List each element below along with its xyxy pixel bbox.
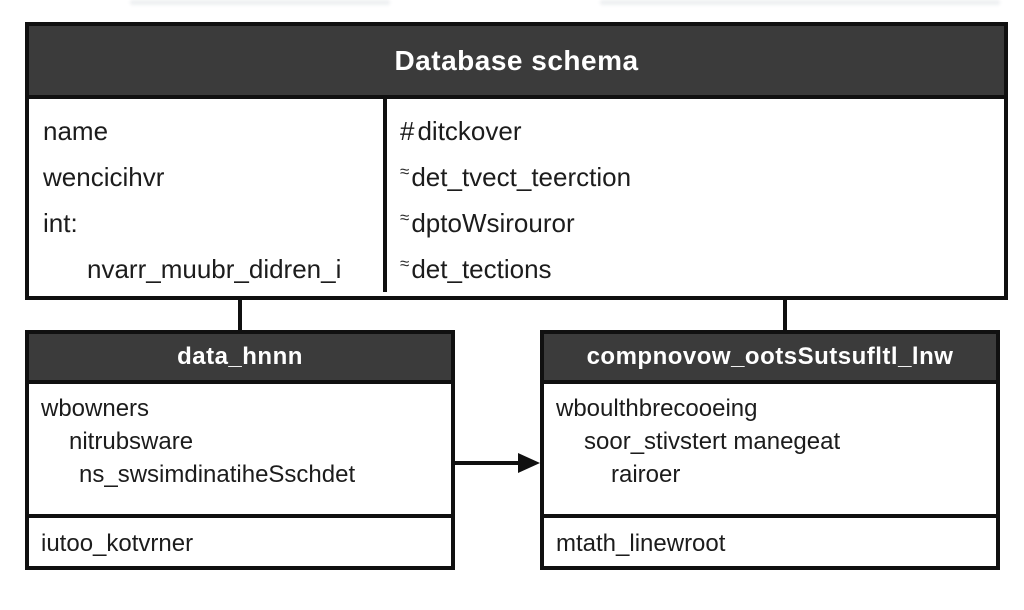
field-row: wencicihvr — [43, 154, 383, 200]
schema-table: Database schema name wencicihvr int: nva… — [25, 22, 1008, 300]
field-text: ditckover — [417, 115, 522, 146]
data-table-title: data_hnnn — [177, 343, 303, 370]
field-row: # ditckover — [400, 108, 1004, 154]
field-text: soor_stivstert manegeat — [584, 427, 841, 455]
data-table: data_hnnn wbowners nitrubsware ns_swsimd… — [25, 330, 455, 570]
field-text: nvarr_muubr_didren_i — [87, 253, 342, 284]
link-table-title: compnovow_ootsSutsufltl_lnw — [586, 343, 954, 370]
field-text: int: — [43, 207, 78, 238]
field-row: nitrubsware — [41, 425, 451, 458]
field-row: nvarr_muubr_didren_i — [43, 246, 383, 292]
field-row: int: — [43, 200, 383, 246]
field-text: wbowners — [41, 394, 150, 422]
data-table-header: data_hnnn — [29, 334, 451, 384]
field-row: soor_stivstert manegeat — [556, 425, 996, 458]
arrow — [455, 453, 540, 473]
squiggle-icon: ≈ — [400, 208, 409, 227]
data-table-footer: iutoo_kotvrner — [29, 514, 451, 570]
field-row: ≈ det_tvect_teerction — [400, 154, 1004, 200]
data-table-body: wbowners nitrubsware ns_swsimdinatiheSsc… — [29, 384, 451, 514]
link-table-body: wboulthbrecooeing soor_stivstert manegea… — [544, 384, 996, 514]
schema-right-column: # ditckover ≈ det_tvect_teerction ≈ dpto… — [387, 99, 1004, 292]
field-row: ≈ det_tections — [400, 246, 1004, 292]
schema-table-header: Database schema — [29, 26, 1004, 99]
field-row: wboulthbrecooeing — [556, 392, 996, 425]
field-row: name — [43, 108, 383, 154]
field-text: wencicihvr — [43, 161, 165, 192]
field-row: rairoer — [556, 458, 996, 491]
field-row: wbowners — [41, 392, 451, 425]
squiggle-icon: ≈ — [400, 254, 409, 273]
schema-table-title: Database schema — [394, 44, 639, 76]
field-row: ns_swsimdinatiheSschdet — [41, 458, 451, 491]
field-text: iutoo_kotvrner — [41, 530, 194, 557]
schema-left-column: name wencicihvr int: nvarr_muubr_didren_… — [29, 99, 387, 292]
hash-icon: # — [400, 115, 415, 146]
field-text: name — [43, 115, 109, 146]
connector-line — [238, 300, 242, 331]
schema-table-body: name wencicihvr int: nvarr_muubr_didren_… — [29, 99, 1004, 292]
field-text: det_tections — [411, 253, 552, 284]
field-text: dptoWsirouror — [411, 207, 575, 238]
field-text: wboulthbrecooeing — [556, 394, 758, 422]
squiggle-icon: ≈ — [400, 162, 409, 181]
connector-line — [783, 300, 787, 331]
field-text: nitrubsware — [69, 427, 194, 455]
field-text: det_tvect_teerction — [411, 161, 632, 192]
link-table-footer: mtath_linewroot — [544, 514, 996, 570]
field-text: mtath_linewroot — [556, 530, 726, 557]
smudge-artifact — [600, 0, 1000, 5]
link-table: compnovow_ootsSutsufltl_lnw wboulthbreco… — [540, 330, 1000, 570]
arrow-head-icon — [518, 453, 540, 473]
arrow-line — [455, 461, 521, 465]
link-table-header: compnovow_ootsSutsufltl_lnw — [544, 334, 996, 384]
smudge-artifact — [130, 0, 390, 5]
field-text: rairoer — [611, 460, 681, 488]
field-row: ≈ dptoWsirouror — [400, 200, 1004, 246]
field-text: ns_swsimdinatiheSschdet — [79, 460, 356, 488]
